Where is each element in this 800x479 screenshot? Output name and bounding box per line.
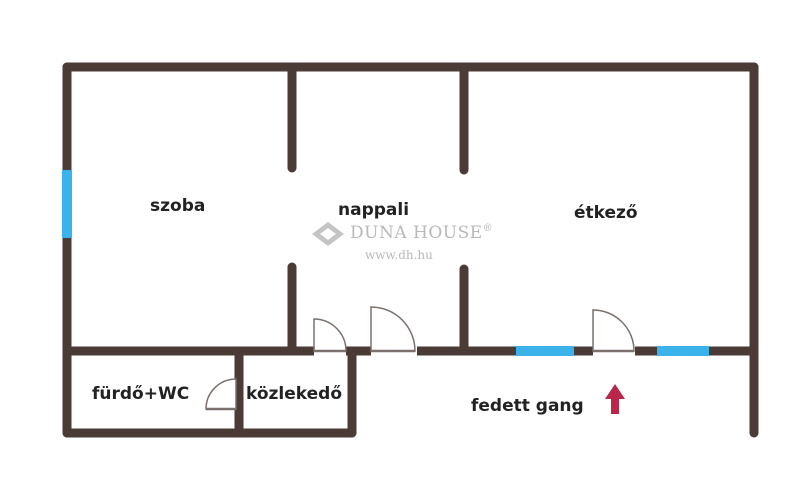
watermark-registered-mark: ®: [482, 223, 494, 234]
room-label-fedett-gang: fedett gang: [471, 396, 584, 416]
diamond-logo-icon: [312, 222, 344, 246]
watermark-url: www.dh.hu: [365, 248, 433, 262]
window-gang-1: [516, 346, 574, 356]
door-swing-icon: [592, 309, 635, 353]
room-label-nappali: nappali: [338, 200, 410, 220]
watermark-brand: DUNA HOUSE®: [350, 223, 493, 243]
doors: [205, 306, 635, 411]
door-swing-icon: [313, 318, 347, 353]
room-label-szoba: szoba: [150, 196, 206, 216]
door-swing-icon: [370, 306, 416, 353]
room-label-etkezo: étkező: [574, 203, 638, 223]
room-label-furdo-wc: fürdő+WC: [92, 384, 190, 404]
window-left: [62, 170, 72, 238]
windows: [62, 170, 709, 356]
window-gang-2: [657, 346, 709, 356]
entrance-arrow-icon: [605, 384, 625, 414]
room-label-kozlekedo: közlekedő: [246, 384, 343, 404]
door-swing-icon: [205, 378, 237, 411]
watermark-brand-text: DUNA HOUSE: [350, 223, 483, 243]
